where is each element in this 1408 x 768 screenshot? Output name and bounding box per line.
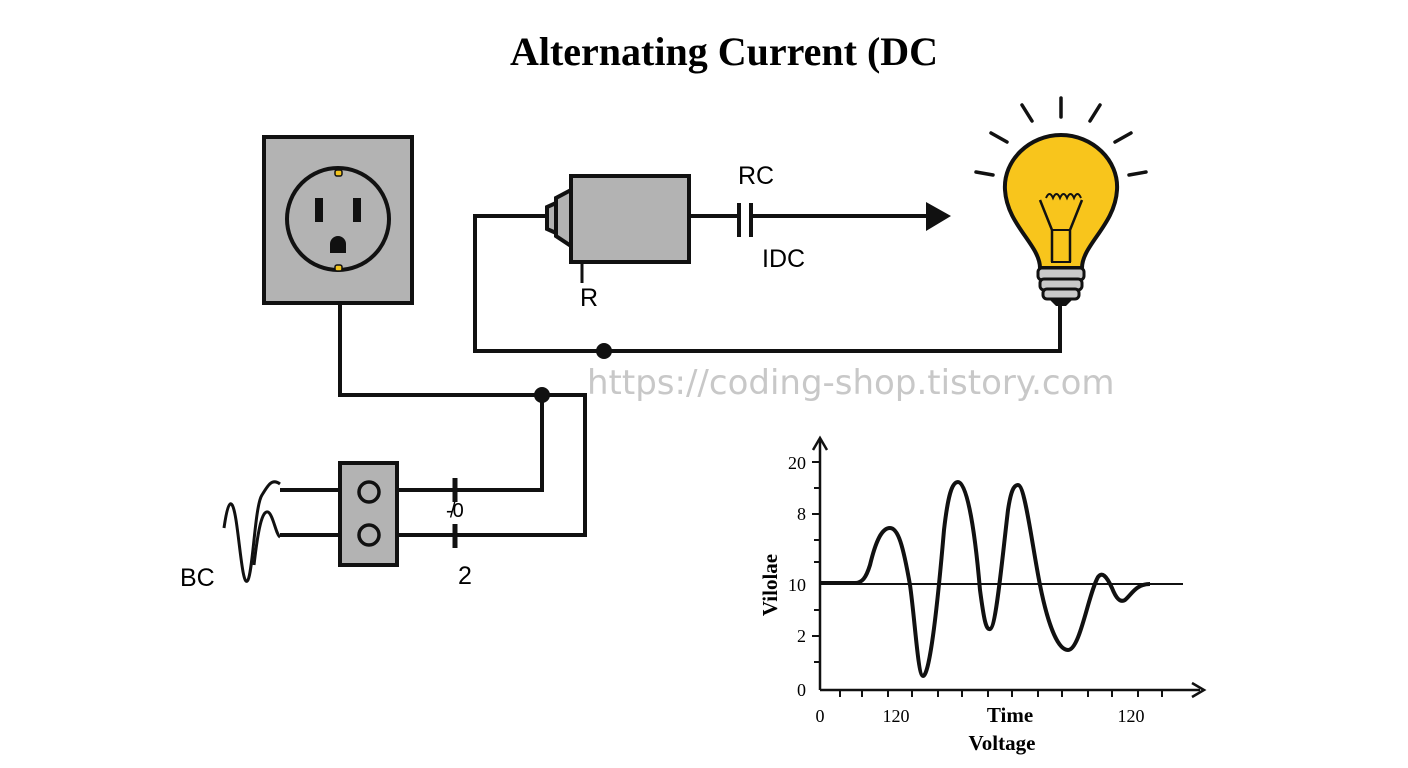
x-tick-label: 120	[1118, 706, 1145, 726]
label-bc: BC	[180, 564, 215, 592]
outlet-wiring	[338, 303, 587, 537]
plug-terminal-icon	[280, 461, 458, 567]
label-r: R	[580, 284, 598, 312]
y-axis-label: Vilolae	[758, 554, 782, 616]
y-tick-label: 0	[797, 680, 806, 700]
x-tick-label: 0	[816, 706, 825, 726]
light-bulb-icon	[974, 96, 1148, 306]
y-tick-label: 8	[797, 504, 806, 524]
voltage-waveform	[820, 480, 1151, 678]
x-axis-sublabel: Voltage	[969, 731, 1036, 755]
label-rc: RC	[738, 162, 774, 190]
y-tick-label: 20	[788, 453, 806, 473]
x-axis-label: Time	[987, 703, 1033, 727]
y-tick-label: 10	[788, 575, 806, 595]
x-tick-label: 120	[883, 706, 910, 726]
diagram-title: Alternating Current (DC	[510, 29, 938, 74]
label-plug-pin-top: -̸0	[446, 500, 464, 522]
motor-icon	[545, 174, 691, 283]
label-plug-pin-bottom: 2	[458, 562, 472, 590]
wall-outlet-icon	[262, 135, 414, 305]
junction-node-2	[596, 343, 612, 359]
label-idc: IDC	[762, 245, 805, 273]
junction-node-1	[534, 387, 550, 403]
voltage-graph: 20 8 10 2 0 0 120 120 Time Voltage Vilol…	[758, 435, 1207, 755]
ac-wave-source	[222, 480, 281, 583]
watermark-text: https://coding-shop.tistory.com	[587, 363, 1115, 403]
y-tick-label: 2	[797, 626, 806, 646]
capacitor-symbol	[737, 203, 753, 237]
circuit-loop-wiring	[473, 214, 1062, 353]
current-arrow-head	[926, 202, 951, 231]
ac-wave-source-2	[252, 510, 282, 566]
